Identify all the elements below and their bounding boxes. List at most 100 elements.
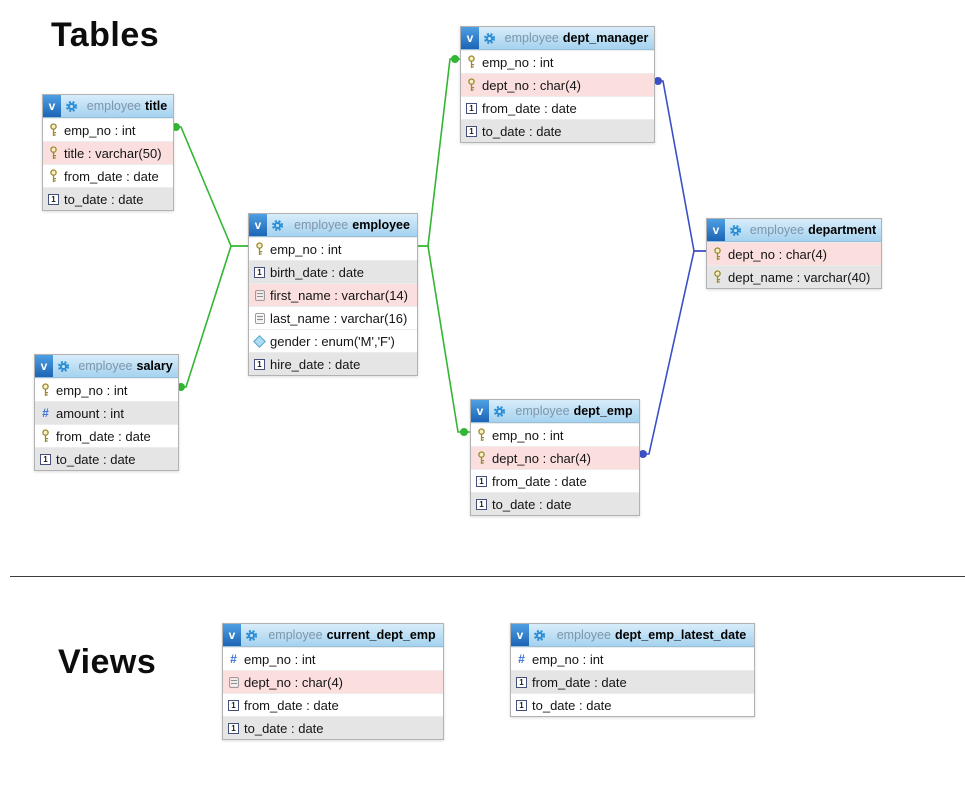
primary-key-icon <box>39 429 52 443</box>
table-name: employee <box>352 218 410 232</box>
column-row-to_date[interactable]: 1 to_date : date <box>461 119 654 142</box>
view-badge-icon: v <box>511 624 529 646</box>
column-row-emp_no[interactable]: #emp_no : int <box>511 647 754 670</box>
primary-key-icon <box>711 247 724 261</box>
view-badge-icon: v <box>249 214 267 236</box>
numeric-type-icon: # <box>42 406 49 420</box>
column-row-gender[interactable]: gender : enum('M','F') <box>249 329 417 352</box>
column-label: to_date : date <box>532 697 612 713</box>
text-type-icon <box>227 676 240 688</box>
table-name: salary <box>136 359 173 373</box>
gear-icon <box>245 629 258 642</box>
column-label: gender : enum('M','F') <box>270 333 395 349</box>
calendar-date-icon: 1 <box>465 102 478 114</box>
schema-name: employee <box>86 99 141 113</box>
calendar-date-icon: 1 <box>253 266 266 278</box>
column-row-emp_no[interactable]: emp_no : int <box>471 423 639 446</box>
column-row-last_name[interactable]: last_name : varchar(16) <box>249 306 417 329</box>
schema-name: employee <box>504 31 559 45</box>
column-row-emp_no[interactable]: emp_no : int <box>35 378 178 401</box>
relationship-line-dept_emp.emp_no-employee.emp_no <box>416 245 470 433</box>
column-label: title : varchar(50) <box>64 145 162 161</box>
section-title-views: Views <box>58 643 157 681</box>
column-row-emp_no[interactable]: emp_no : int <box>461 50 654 73</box>
relationship-line-title.emp_no-employee.emp_no <box>172 126 248 247</box>
column-label: to_date : date <box>482 123 562 139</box>
view-badge-icon: v <box>43 95 61 117</box>
schema-name: employee <box>515 404 570 418</box>
view-badge-icon: v <box>707 219 725 241</box>
column-label: emp_no : int <box>270 241 342 257</box>
column-row-first_name[interactable]: first_name : varchar(14) <box>249 283 417 306</box>
column-row-emp_no[interactable]: emp_no : int <box>43 118 173 141</box>
primary-key-icon <box>711 270 724 284</box>
relationship-line-dept_emp.dept_no-department.dept_no <box>638 250 706 455</box>
column-row-emp_no[interactable]: emp_no : int <box>249 237 417 260</box>
primary-key-icon <box>47 169 60 183</box>
column-label: emp_no : int <box>244 651 316 667</box>
table-name: title <box>144 99 168 113</box>
column-row-title[interactable]: title : varchar(50) <box>43 141 173 164</box>
calendar-date-icon: 1 <box>515 676 528 688</box>
column-row-from_date[interactable]: 1 from_date : date <box>511 670 754 693</box>
calendar-date-icon: 1 <box>465 125 478 137</box>
column-label: from_date : date <box>532 674 627 690</box>
column-label: from_date : date <box>244 697 339 713</box>
gear-icon <box>729 224 742 237</box>
enum-type-icon <box>253 334 266 348</box>
column-row-from_date[interactable]: 1 from_date : date <box>461 96 654 119</box>
column-label: to_date : date <box>56 451 136 467</box>
column-label: from_date : date <box>482 100 577 116</box>
column-label: dept_name : varchar(40) <box>728 269 871 285</box>
column-row-dept_no[interactable]: dept_no : char(4) <box>223 670 443 693</box>
column-row-emp_no[interactable]: #emp_no : int <box>223 647 443 670</box>
column-row-dept_name[interactable]: dept_name : varchar(40) <box>707 265 881 288</box>
column-row-dept_no[interactable]: dept_no : char(4) <box>471 446 639 469</box>
table-name: current_dept_emp <box>326 628 436 642</box>
primary-key-icon <box>475 428 488 442</box>
primary-key-icon <box>47 146 60 160</box>
column-row-amount[interactable]: #amount : int <box>35 401 178 424</box>
calendar-date-icon: 1 <box>253 358 266 370</box>
column-label: from_date : date <box>492 473 587 489</box>
column-row-dept_no[interactable]: dept_no : char(4) <box>707 242 881 265</box>
calendar-date-icon: 1 <box>475 498 488 510</box>
schema-name: employee <box>556 628 611 642</box>
column-label: from_date : date <box>64 168 159 184</box>
column-row-from_date[interactable]: from_date : date <box>43 164 173 187</box>
column-row-dept_no[interactable]: dept_no : char(4) <box>461 73 654 96</box>
table-name: dept_emp <box>573 404 633 418</box>
column-row-from_date[interactable]: from_date : date <box>35 424 178 447</box>
column-label: dept_no : char(4) <box>492 450 592 466</box>
